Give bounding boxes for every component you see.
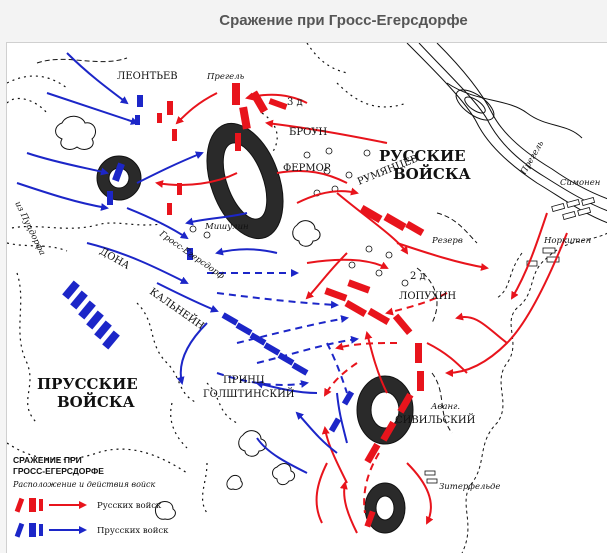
prussian-arrows (16, 52, 348, 474)
label-dona: ДОНА (98, 246, 132, 272)
village-zitterfelde (424, 470, 438, 484)
russian-dashed (323, 292, 448, 514)
map-labels: ЛЕОНТЬЕВ Прегель 3 д БРОУН РУССКИЕ ВОЙСК… (12, 71, 600, 492)
legend-russian-label: Русских войск (97, 501, 162, 511)
label-sivilsky: СИВИЛЬСКИЙ (395, 414, 476, 426)
label-prussian-troops-1: ПРУССКИЕ (37, 375, 138, 393)
legend-prussian-symbol (14, 522, 87, 538)
terrain-dots (7, 43, 408, 514)
battle-map-svg: ЛЕОНТЬЕВ Прегель 3 д БРОУН РУССКИЕ ВОЙСК… (7, 43, 607, 553)
prussian-units (62, 95, 355, 433)
legend: СРАЖЕНИЕ ПРИ ГРОСС-ЕГЕРСДОРФЕ Расположен… (12, 455, 169, 538)
hill-sivilsky (356, 375, 414, 445)
battle-map: ЛЕОНТЬЕВ Прегель 3 д БРОУН РУССКИЕ ВОЙСК… (6, 42, 607, 553)
label-leontiev: ЛЕОНТЬЕВ (117, 71, 178, 82)
label-fermor: ФЕРМОР (283, 163, 331, 174)
legend-title-2: ГРОСС-ЕГЕРСДОРФЕ (13, 466, 104, 476)
label-lopukhin: ЛОПУХИН (399, 291, 456, 302)
page-header: Сражение при Гросс-Егерсдорфе (0, 0, 607, 40)
label-reserve: Резерв (431, 236, 463, 246)
hill-bottom (364, 482, 406, 534)
legend-russian-symbol (14, 497, 87, 513)
label-prussian-troops-2: ВОЙСКА (57, 392, 136, 411)
label-prince-2: ГОЛШТИНСКИЙ (203, 388, 295, 400)
russian-arrows (155, 92, 568, 534)
label-zitterfelde: Зитерфельде (439, 482, 500, 492)
legend-subtitle: Расположение и действия войск (12, 480, 156, 489)
label-broun: БРОУН (289, 127, 328, 138)
prussian-dashed (206, 269, 359, 394)
label-div3: 3 д (287, 97, 303, 108)
river-pregel (406, 43, 607, 224)
label-prince-1: ПРИНЦ (223, 375, 265, 386)
label-pregel-top: Прегель (206, 72, 245, 82)
small-hills (189, 147, 409, 287)
label-div2: 2 д (410, 271, 426, 282)
page-title: Сражение при Гросс-Егерсдорфе (219, 11, 468, 29)
russian-units (157, 83, 425, 528)
legend-title-1: СРАЖЕНИЕ ПРИ (13, 455, 82, 465)
label-simonen: Симонен (560, 178, 600, 188)
label-norkiten: Норкитен (543, 236, 591, 246)
label-iz-puzhdorfa: из Пуцдорфа (12, 200, 47, 257)
forests (55, 115, 321, 520)
valley-edge (461, 232, 607, 553)
terrain-dashes (36, 57, 478, 434)
hill-center (206, 122, 284, 240)
label-russian-troops-2: ВОЙСКА (393, 164, 472, 183)
label-mishulin: Мишулин (204, 222, 249, 232)
label-avang: Аванг. (430, 402, 460, 412)
village-norkiten (526, 247, 560, 267)
label-pregel-right: Прегель (518, 139, 546, 177)
label-russian-troops-1: РУССКИЕ (379, 147, 466, 165)
legend-prussian-label: Прусских войск (97, 526, 169, 536)
village-simonen (551, 197, 596, 220)
